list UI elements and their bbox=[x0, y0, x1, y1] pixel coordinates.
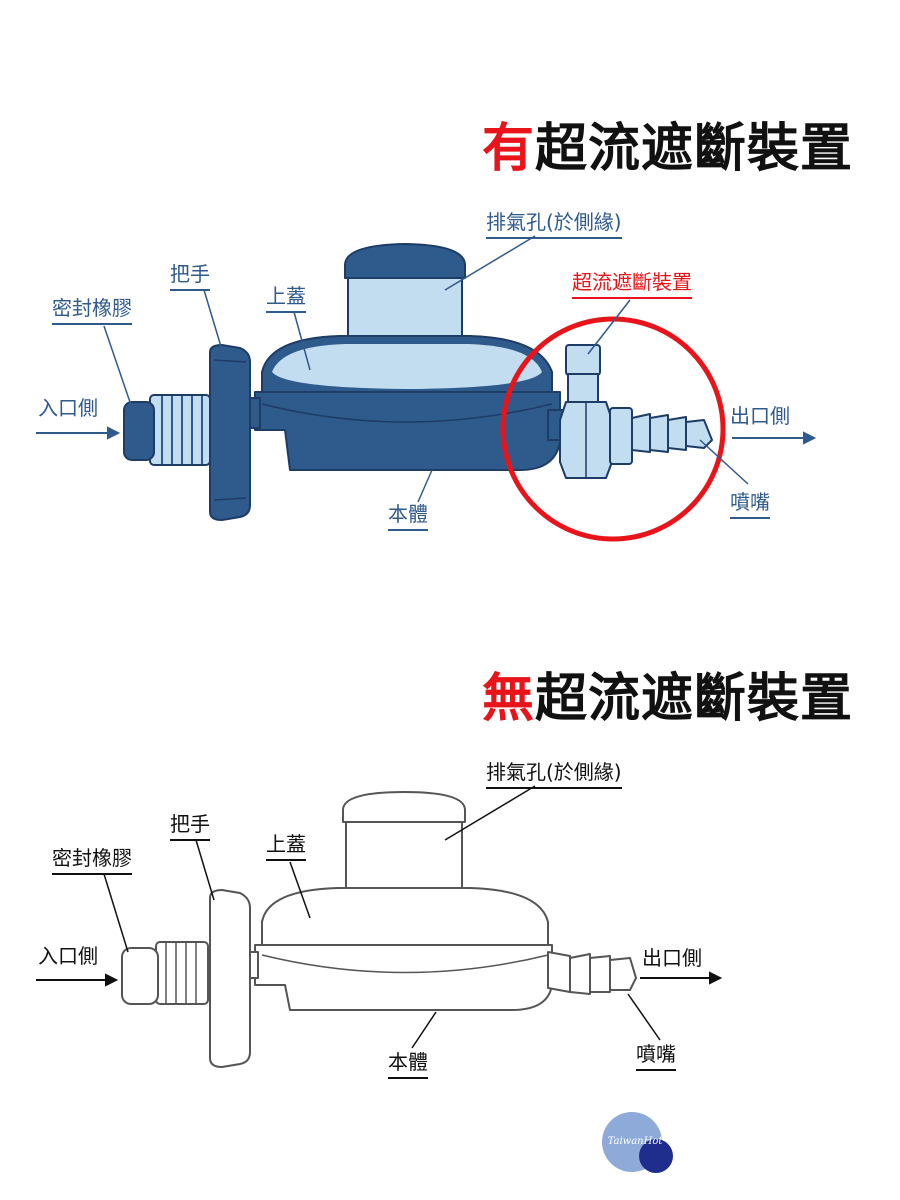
label-upper-cover: 上蓋 bbox=[266, 284, 306, 313]
label-outlet-side: 出口側 bbox=[642, 946, 702, 970]
logo-text: TaiwanHot bbox=[607, 1136, 663, 1147]
cutoff-highlight-circle bbox=[500, 316, 726, 542]
inlet-thread-outline bbox=[155, 941, 209, 1005]
top-cap bbox=[344, 243, 466, 279]
label-inlet-side: 入口側 bbox=[38, 396, 98, 420]
label-exhaust-hole: 排氣孔(於側緣) bbox=[486, 210, 622, 239]
seal-rubber bbox=[123, 401, 155, 461]
nozzle-barbs bbox=[631, 413, 713, 453]
label-inlet-side: 入口側 bbox=[38, 944, 98, 968]
label-seal-rubber: 密封橡膠 bbox=[52, 296, 132, 325]
regulator-with-cutoff-illustration bbox=[36, 235, 817, 542]
title-mark-without: 無 bbox=[482, 669, 536, 729]
label-outlet-side: 出口側 bbox=[730, 404, 790, 428]
title-text: 超流遮斷裝置 bbox=[535, 669, 854, 729]
handle-outline bbox=[209, 889, 251, 1068]
regulator-without-cutoff-illustration bbox=[36, 785, 723, 1068]
taiwanhot-logo bbox=[602, 1112, 673, 1173]
label-flow-cutoff-device: 超流遮斷裝置 bbox=[572, 270, 692, 299]
cutoff-cap bbox=[565, 344, 601, 376]
top-cap-outline bbox=[342, 791, 466, 823]
label-upper-cover: 上蓋 bbox=[266, 832, 306, 861]
label-handle: 把手 bbox=[170, 262, 210, 291]
title-mark-with: 有 bbox=[482, 119, 536, 179]
label-body: 本體 bbox=[388, 1050, 428, 1079]
body-outline bbox=[254, 944, 553, 1011]
seal-rubber-outline bbox=[121, 947, 159, 1005]
label-exhaust-hole: 排氣孔(於側緣) bbox=[486, 760, 622, 789]
label-body: 本體 bbox=[388, 502, 428, 531]
title-with-cutoff: 有超流遮斷裝置 bbox=[482, 106, 853, 181]
label-handle: 把手 bbox=[170, 812, 210, 841]
label-nozzle: 噴嘴 bbox=[636, 1042, 676, 1071]
regulator-body bbox=[254, 391, 561, 471]
label-nozzle: 噴嘴 bbox=[730, 490, 770, 519]
title-without-cutoff: 無超流遮斷裝置 bbox=[482, 656, 853, 731]
upper-cover-outline bbox=[261, 887, 549, 946]
title-text: 超流遮斷裝置 bbox=[535, 119, 854, 179]
handle-knob bbox=[209, 344, 251, 521]
nozzle-outline bbox=[547, 951, 637, 995]
label-seal-rubber: 密封橡膠 bbox=[52, 846, 132, 875]
